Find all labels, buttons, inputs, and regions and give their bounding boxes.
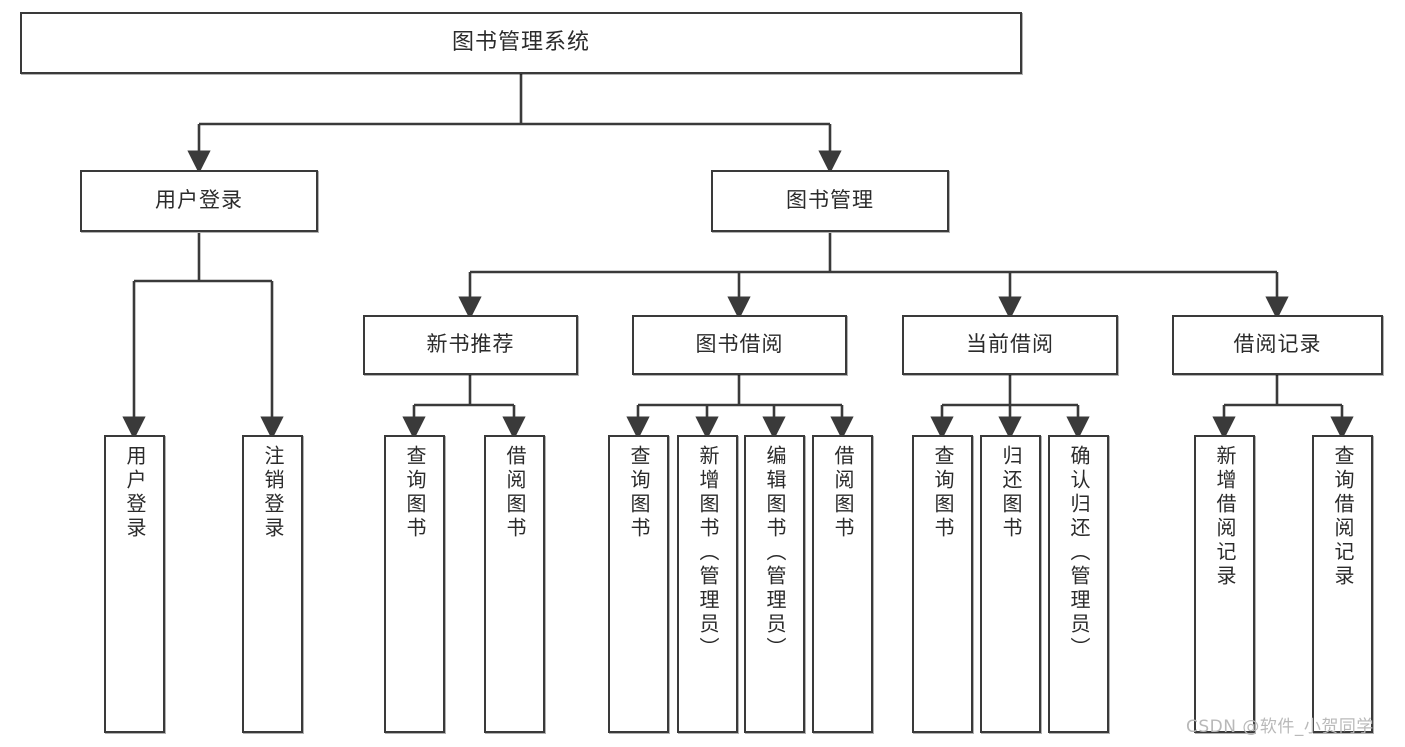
leaf-add-borrowing-record[interactable]: 新增借阅记录	[1194, 435, 1255, 733]
leaf-label: 新增图书（管理员）	[696, 445, 720, 661]
leaf-query-borrowing-record[interactable]: 查询借阅记录	[1312, 435, 1373, 733]
node-label: 图书借阅	[695, 332, 784, 357]
leaf-borrow-book-from-borrowing[interactable]: 借阅图书	[812, 435, 873, 733]
leaf-return-book[interactable]: 归还图书	[980, 435, 1041, 733]
node-borrowing-record[interactable]: 借阅记录	[1172, 315, 1383, 375]
leaf-label: 归还图书	[999, 445, 1023, 541]
node-root-book-management-system[interactable]: 图书管理系统	[20, 12, 1022, 74]
csdn-watermark: CSDN @软件_小贺同学	[1186, 717, 1374, 737]
leaf-edit-book-admin[interactable]: 编辑图书（管理员）	[744, 435, 805, 733]
leaf-borrow-book-from-recommendation[interactable]: 借阅图书	[484, 435, 545, 733]
leaf-user-login[interactable]: 用户登录	[104, 435, 165, 733]
leaf-label: 查询图书	[627, 445, 651, 541]
node-user-login[interactable]: 用户登录	[80, 170, 318, 232]
leaf-label: 确认归还（管理员）	[1067, 445, 1091, 661]
node-label: 借阅记录	[1233, 332, 1322, 357]
leaf-query-book-from-borrowing[interactable]: 查询图书	[608, 435, 669, 733]
node-book-management[interactable]: 图书管理	[711, 170, 949, 232]
leaf-label: 查询借阅记录	[1331, 445, 1355, 589]
leaf-query-book-from-current[interactable]: 查询图书	[912, 435, 973, 733]
node-label: 新书推荐	[426, 332, 515, 357]
leaf-user-logout[interactable]: 注销登录	[242, 435, 303, 733]
node-label: 用户登录	[155, 188, 243, 213]
node-current-borrowing[interactable]: 当前借阅	[902, 315, 1118, 375]
leaf-label: 借阅图书	[831, 445, 855, 541]
leaf-confirm-return-admin[interactable]: 确认归还（管理员）	[1048, 435, 1109, 733]
leaf-label: 用户登录	[123, 445, 147, 541]
node-label: 当前借阅	[966, 332, 1054, 357]
node-book-borrowing[interactable]: 图书借阅	[632, 315, 847, 375]
leaf-query-book-from-recommendation[interactable]: 查询图书	[384, 435, 445, 733]
node-label: 图书管理系统	[451, 29, 590, 55]
node-new-book-recommendation[interactable]: 新书推荐	[363, 315, 578, 375]
leaf-label: 编辑图书（管理员）	[763, 445, 787, 661]
leaf-add-book-admin[interactable]: 新增图书（管理员）	[677, 435, 738, 733]
leaf-label: 查询图书	[403, 445, 427, 541]
node-label: 图书管理	[786, 188, 874, 213]
leaf-label: 借阅图书	[503, 445, 527, 541]
leaf-label: 新增借阅记录	[1213, 445, 1237, 589]
leaf-label: 注销登录	[261, 445, 285, 541]
leaf-label: 查询图书	[931, 445, 955, 541]
